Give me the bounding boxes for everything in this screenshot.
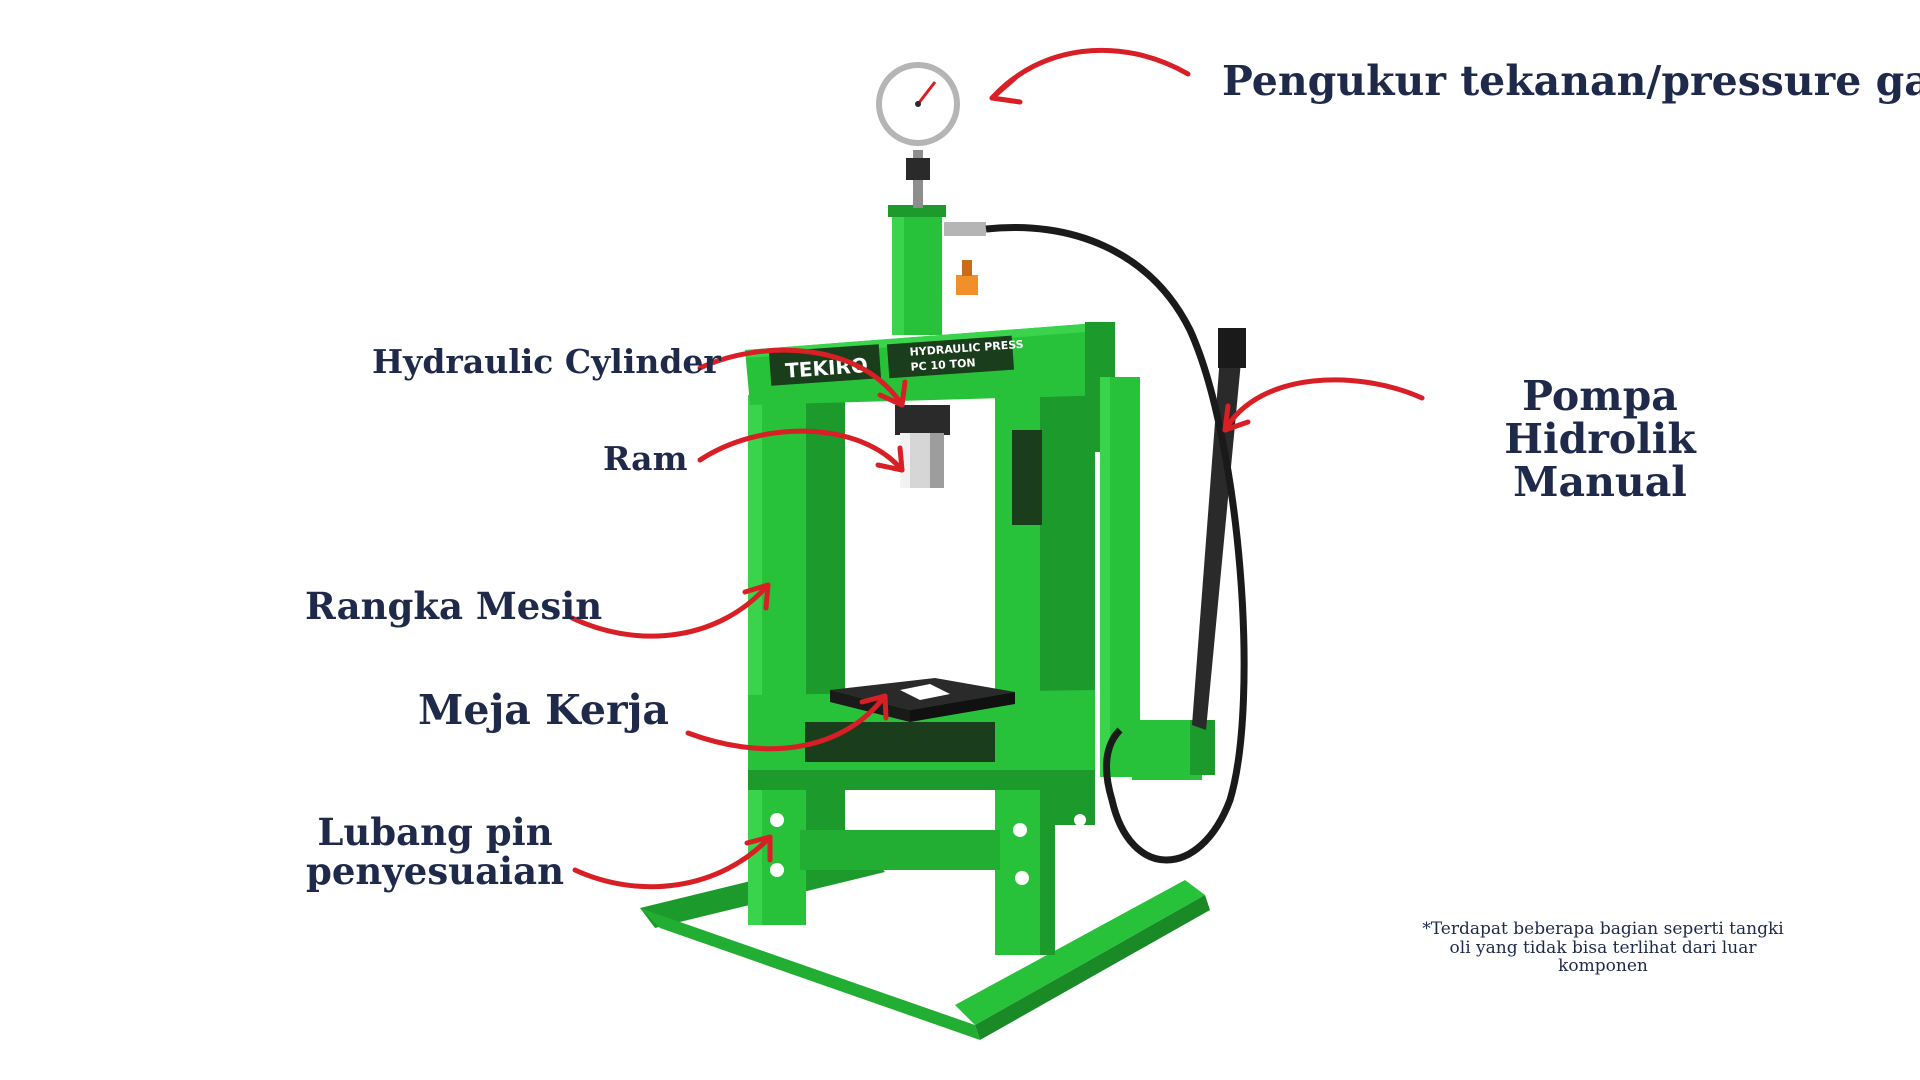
ram	[900, 433, 944, 488]
brand-plate: TEKIRO HYDRAULIC PRESS PC 10 TON 1	[768, 335, 1024, 386]
hydraulic-pump	[1100, 328, 1246, 780]
label-pin-holes: Lubang pin penyesuaian	[306, 810, 564, 893]
arrow-gauge	[989, 47, 1191, 101]
machine-base	[640, 852, 1210, 1040]
label-ram: Ram	[603, 439, 688, 478]
pin-hole	[1074, 852, 1086, 864]
arrowhead-cylinder	[877, 379, 908, 408]
arrow-cylinder	[697, 347, 905, 408]
arrowhead-pump	[1222, 403, 1251, 433]
label-hydraulic-cylinder: Hydraulic Cylinder	[372, 342, 721, 381]
arrow-table	[685, 693, 888, 752]
arrowhead-pin	[744, 834, 773, 863]
brand-logo-text: TEKIRO	[784, 353, 868, 383]
pin-hole	[770, 863, 784, 877]
footnote: *Terdapat beberapa bagian seperti tangki…	[1422, 919, 1784, 977]
arrowhead-gauge	[989, 75, 1023, 105]
pin-hole	[1013, 823, 1027, 837]
arrow-pump	[1222, 377, 1425, 433]
pressure-gauge	[876, 62, 960, 208]
warning-label	[1012, 430, 1042, 525]
annotation-arrows	[569, 47, 1425, 890]
arrow-ram	[697, 428, 905, 473]
hydraulic-hose	[985, 223, 1248, 864]
arrowhead-table	[859, 693, 889, 721]
pin-hole	[1074, 814, 1086, 826]
arrowhead-ram	[875, 445, 905, 473]
label-pump: Pompa Hidrolik Manual	[1504, 372, 1696, 507]
label-frame: Rangka Mesin	[305, 584, 603, 628]
hydraulic-cylinder	[888, 205, 986, 435]
arrowhead-frame	[742, 582, 771, 611]
plate-number-text: 1	[895, 352, 904, 367]
label-work-table: Meja Kerja	[418, 686, 669, 734]
arrow-pin	[572, 834, 773, 890]
label-pressure-gauge: Pengukur tekanan/pressure gauge	[1222, 57, 1920, 105]
pin-hole	[1015, 871, 1029, 885]
front-panel-label	[805, 722, 995, 762]
arrow-frame	[569, 582, 771, 639]
work-table	[830, 678, 1015, 722]
pin-hole	[770, 813, 784, 827]
plate-capacity-text: PC 10 TON	[910, 356, 976, 374]
